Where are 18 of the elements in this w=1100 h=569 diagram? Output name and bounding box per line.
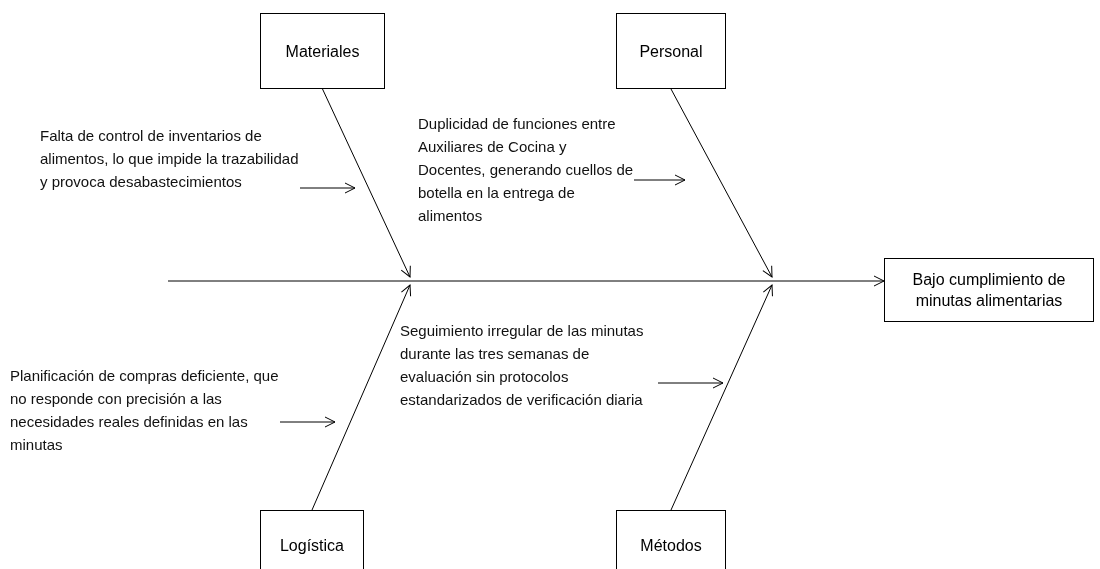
spine-arrow <box>167 275 885 287</box>
arrow <box>657 377 724 389</box>
bone-arrow <box>670 284 773 511</box>
bone-arrow <box>311 284 412 511</box>
category-box: Materiales <box>260 13 385 89</box>
arrow <box>299 182 356 194</box>
bone-arrow <box>670 88 773 278</box>
category-box: Métodos <box>616 510 726 569</box>
category-box: Personal <box>616 13 726 89</box>
arrow <box>633 174 686 186</box>
cause-text: Duplicidad de funciones entre Auxiliares de Cocina y Docentes, generando cuellos de botella en la entrega de alimentos <box>418 112 634 227</box>
arrow <box>279 416 336 428</box>
effect-box: Bajo cumplimiento de minutas alimentarias <box>884 258 1094 322</box>
bone-arrow <box>322 88 411 278</box>
cause-text: Seguimiento irregular de las minutas durante las tres semanas de evaluación sin protocolos estandarizados de verificación diaria <box>400 319 658 411</box>
cause-text: Falta de control de inventarios de alimentos, lo que impide la trazabilidad y provoca desabastecimientos <box>40 124 300 193</box>
category-box: Logística <box>260 510 364 569</box>
cause-text: Planificación de compras deficiente, que no responde con precisión a las necesidades reales definidas en las minutas <box>10 364 280 456</box>
